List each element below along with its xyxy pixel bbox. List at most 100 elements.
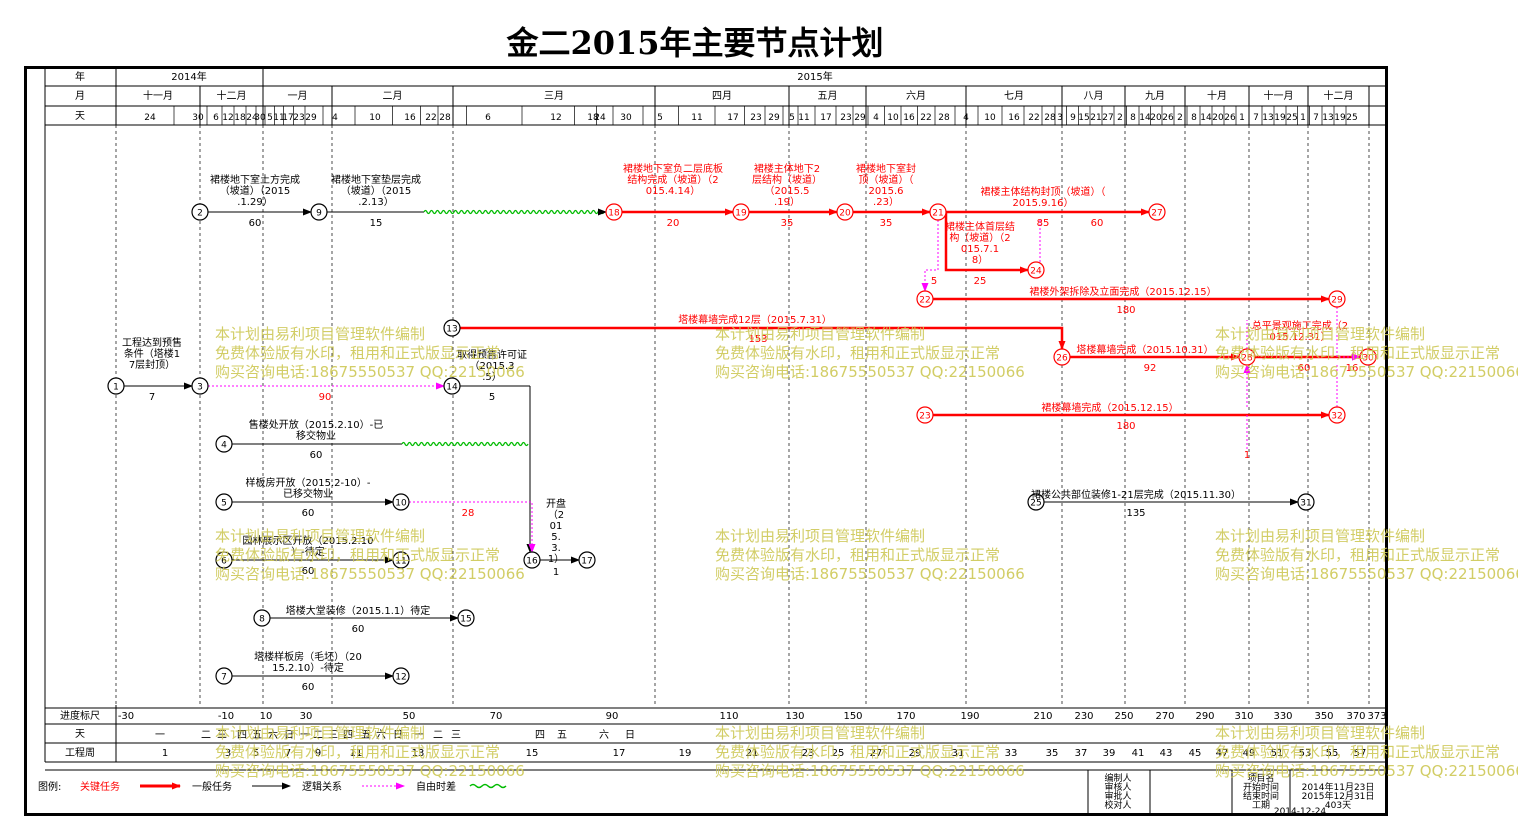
day-label: 30 — [192, 113, 204, 123]
task-duration-t18: 1 — [553, 567, 559, 578]
watermark-line: 购买咨询电话:18675550537 QQ:22150066 — [1215, 565, 1518, 583]
day-label: 4 — [332, 113, 338, 123]
day-label: 17 — [727, 113, 738, 123]
week-cell: 51 — [1271, 748, 1284, 759]
info-date: 2014-12-24 — [1274, 807, 1327, 817]
node-circle — [1053, 348, 1071, 366]
watermark: 本计划由易利项目管理软件编制免费体验版有水印，租用和正式版显示正常购买咨询电话:… — [715, 325, 1025, 382]
day-label: 22 — [1028, 113, 1039, 123]
scale-tick: 250 — [1114, 711, 1133, 722]
page-title: 金二2015年主要节点计划 — [506, 24, 884, 62]
node-label: 27 — [1151, 209, 1162, 219]
node-circle — [215, 435, 233, 453]
day-label: 12 — [222, 113, 233, 123]
node-circle — [1297, 493, 1315, 511]
day-label: 28 — [938, 113, 950, 123]
watermark-line: 免费体验版有水印，租用和正式版显示正常 — [1215, 546, 1501, 564]
month-label: 十一月 — [1264, 89, 1294, 102]
node-label: 22 — [919, 296, 930, 306]
task-label-t19: 塔楼大堂装修（2015.1.1）待定 — [286, 604, 431, 617]
node-label: 29 — [1331, 296, 1343, 306]
weekday-cell: 日 — [284, 730, 294, 741]
day-label: 30 — [620, 113, 632, 123]
scale-tick: 230 — [1074, 711, 1093, 722]
task-label-t15: 售楼处开放（2015.2.10）-已移交物业 — [249, 418, 384, 442]
node-label: 13 — [446, 325, 457, 335]
node-label: 21 — [932, 209, 943, 219]
legend-critical: 关键任务 — [80, 780, 120, 793]
watermark-line: 本计划由易利项目管理软件编制 — [715, 527, 926, 545]
weekday-cell: 三 — [451, 730, 461, 741]
watermark: 本计划由易利项目管理软件编制免费体验版有水印，租用和正式版显示正常购买咨询电话:… — [215, 724, 525, 781]
week-cell: 35 — [1046, 748, 1059, 759]
watermark-line: 购买咨询电话:18675550537 QQ:22150066 — [1215, 363, 1518, 381]
scale-tick: 350 — [1314, 711, 1333, 722]
node-circle — [1148, 203, 1166, 221]
weekday-cell: 三 — [217, 730, 227, 741]
scale-tick: 190 — [960, 711, 979, 722]
scale-tick: -30 — [118, 711, 134, 722]
free-float: 85 — [1037, 218, 1050, 229]
watermark: 本计划由易利项目管理软件编制免费体验版有水印，租用和正式版显示正常购买咨询电话:… — [715, 724, 1025, 781]
month-label: 二月 — [383, 90, 403, 102]
scale-tick: 373 — [1367, 711, 1386, 722]
week-cell: 33 — [1005, 748, 1018, 759]
day-label: 7 — [1253, 113, 1259, 123]
day-label: 26 — [1162, 113, 1174, 123]
watermark-line: 本计划由易利项目管理软件编制 — [715, 724, 926, 742]
node-circle — [1328, 290, 1346, 308]
info-label: 审批人 — [1104, 790, 1131, 802]
weekday-cell: 日 — [625, 730, 635, 741]
watermark-line: 免费体验版有水印，租用和正式版显示正常 — [215, 546, 501, 564]
node-circle — [578, 551, 596, 569]
day-label: 17 — [282, 113, 293, 123]
day-label: 18 — [234, 113, 246, 123]
week-cell: 1 — [162, 748, 168, 759]
task-label-t6: 裙楼地下室封顶（坡道）（2015.6.23） — [856, 162, 916, 208]
legend-normal: 一般任务 — [192, 780, 232, 793]
watermark-line: 免费体验版有水印，租用和正式版显示正常 — [715, 546, 1001, 564]
day-label: 5 — [789, 113, 795, 123]
legend-float-line — [469, 783, 507, 789]
day-label: 16 — [903, 113, 915, 123]
node-circle — [732, 203, 750, 221]
day-label: 23 — [293, 113, 304, 123]
node-label: 32 — [1331, 412, 1342, 422]
task-label-t17: 园林展示区开放（2015.2.10）-待定 — [243, 534, 374, 558]
task-label-t16: 样板房开放（2015.2-10）-已移交物业 — [246, 476, 371, 500]
day-label: 23 — [840, 113, 851, 123]
node-circle — [1359, 348, 1377, 366]
day-label: 26 — [1224, 113, 1236, 123]
month-label: 十一月 — [143, 89, 173, 102]
week-cell: 23 — [802, 748, 815, 759]
week-cell: 49 — [1243, 748, 1256, 759]
task-label-t11: 塔楼幕墙完成（2015.10.31） — [1076, 343, 1213, 356]
task-duration-t6: 35 — [880, 218, 893, 229]
logic-arrow — [921, 220, 939, 292]
legend-logic: 逻辑关系 — [302, 780, 342, 793]
node-circle — [457, 609, 475, 627]
watermark-line: 本计划由易利项目管理软件编制 — [1215, 527, 1426, 545]
node-label: 14 — [446, 383, 458, 393]
scale-tick: 50 — [403, 711, 416, 722]
day-label: 5 — [267, 113, 273, 123]
day-label: 24 — [594, 113, 606, 123]
task-label-t3: 裙楼地下室垫层完成（坡道）（2015.2.13） — [331, 173, 421, 208]
year-label: 2015年 — [797, 70, 832, 83]
month-label: 六月 — [906, 90, 926, 102]
weekday-cell: 一 — [155, 730, 165, 741]
scale-tick: 290 — [1195, 711, 1214, 722]
node-circle — [605, 203, 623, 221]
node-circle — [1027, 493, 1045, 511]
task-duration-t3: 15 — [370, 218, 383, 229]
watermark-line: 免费体验版有水印，租用和正式版显示正常 — [715, 743, 1001, 761]
month-label: 八月 — [1084, 90, 1104, 102]
node-label: 30 — [1362, 354, 1374, 364]
day-label: 25 — [1286, 113, 1297, 123]
node-label: 10 — [395, 499, 407, 509]
day-label: 3 — [1057, 113, 1063, 123]
watermark-line: 购买咨询电话:18675550537 QQ:22150066 — [215, 363, 525, 381]
task-duration-t5: 35 — [781, 218, 794, 229]
